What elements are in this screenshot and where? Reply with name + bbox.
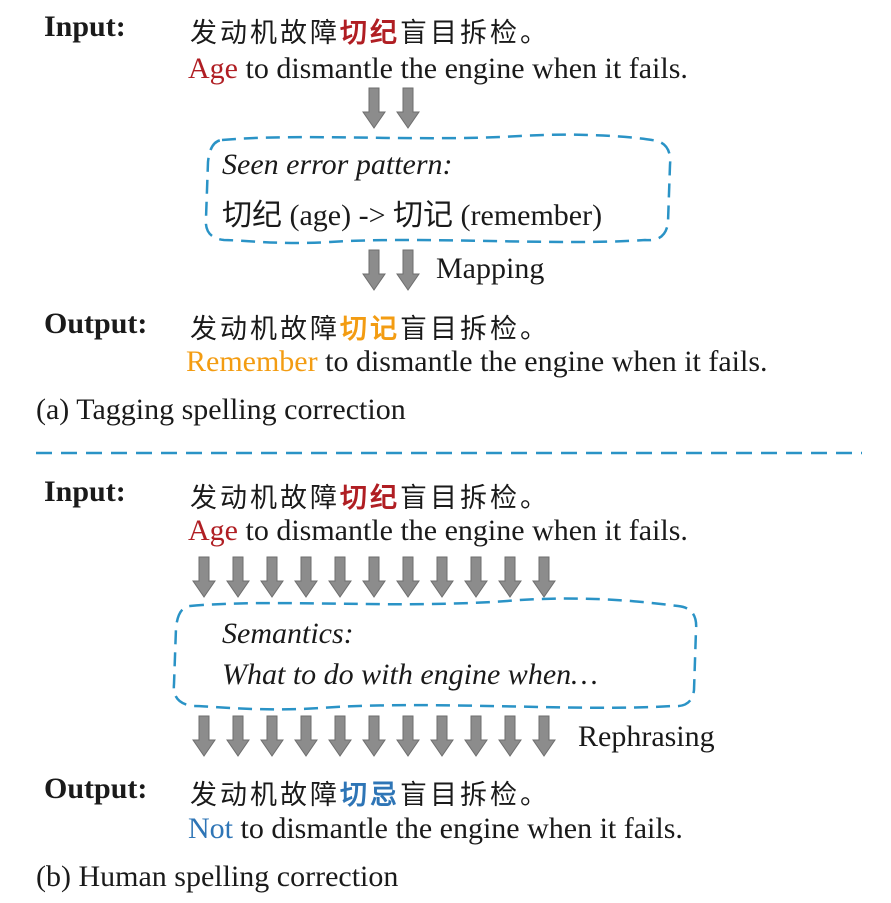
panel-b-arrows-in (192, 556, 556, 598)
panel-b-semantics-box (172, 597, 698, 711)
panel-a-output-en-fix: Remember (186, 345, 318, 378)
panel-b-arrow-label: Rephrasing (578, 720, 715, 753)
panel-a-output-en-rest: to dismantle the engine when it fails. (317, 345, 768, 378)
panel-b-input-en-rest: to dismantle the engine when it fails. (237, 514, 688, 547)
panel-b-input-zh-error: 切纪 (340, 483, 400, 514)
panel-a-output-zh-fix: 切记 (340, 314, 400, 345)
panel-b-input-zh-prefix: 发动机故障 (190, 483, 340, 514)
panel-b-output-chinese: 发动机故障切忌盲目拆检。 (190, 773, 550, 812)
panel-a-output-zh-suffix: 盲目拆检。 (400, 314, 550, 345)
panel-b-output-zh-suffix: 盲目拆检。 (400, 780, 550, 811)
panel-a-input-english: Age to dismantle the engine when it fail… (188, 52, 688, 86)
panel-b-caption: (b) Human spelling correction (36, 860, 399, 893)
panel-a-error-pattern-box (204, 133, 672, 245)
panel-b-output-en-rest: to dismantle the engine when it fails. (233, 812, 683, 845)
panel-b-input-zh-suffix: 盲目拆检。 (400, 483, 550, 514)
panel-b-output-zh-prefix: 发动机故障 (190, 780, 340, 811)
panel-b-output-zh-fix: 切忌 (340, 780, 400, 811)
panel-b-output-label: Output: (44, 772, 148, 805)
panel-b-box-text: What to do with engine when… (222, 658, 598, 691)
panel-a-output-chinese: 发动机故障切记盲目拆检。 (190, 307, 550, 346)
panel-a-box-pattern: 切纪 (age) -> 切记 (remember) (222, 199, 603, 232)
panel-b-box-title: Semantics: (222, 617, 354, 650)
panel-a-input-zh-suffix: 盲目拆检。 (400, 18, 550, 49)
panel-a-input-en-error: Age (188, 52, 238, 85)
panel-b-input-label: Input: (44, 475, 126, 508)
panel-a-input-en-rest: to dismantle the engine when it fails. (237, 52, 688, 85)
panel-a-input-zh-prefix: 发动机故障 (190, 18, 340, 49)
panel-a-output-english: Remember to dismantle the engine when it… (186, 345, 768, 379)
panel-a-arrows-in (362, 87, 420, 129)
panel-a-caption: (a) Tagging spelling correction (36, 393, 406, 426)
panel-a-arrows-mapping (362, 249, 420, 291)
panel-b-input-chinese: 发动机故障切纪盲目拆检。 (190, 476, 550, 515)
panel-a-input-label: Input: (44, 10, 126, 43)
panel-b-output-en-fix: Not (188, 812, 233, 845)
panel-a-input-zh-error: 切纪 (340, 18, 400, 49)
panel-a-output-label: Output: (44, 307, 148, 340)
panel-b-input-en-error: Age (188, 514, 238, 547)
panel-a-arrow-label: Mapping (436, 252, 545, 285)
panel-b-input-english: Age to dismantle the engine when it fail… (188, 514, 688, 548)
panel-b-arrows-rephrasing (192, 715, 556, 757)
panel-b-output-english: Not to dismantle the engine when it fail… (188, 812, 683, 846)
panel-a-input-chinese: 发动机故障切纪盲目拆检。 (190, 11, 550, 50)
panel-a-box-title: Seen error pattern: (222, 148, 453, 181)
panel-a-output-zh-prefix: 发动机故障 (190, 314, 340, 345)
